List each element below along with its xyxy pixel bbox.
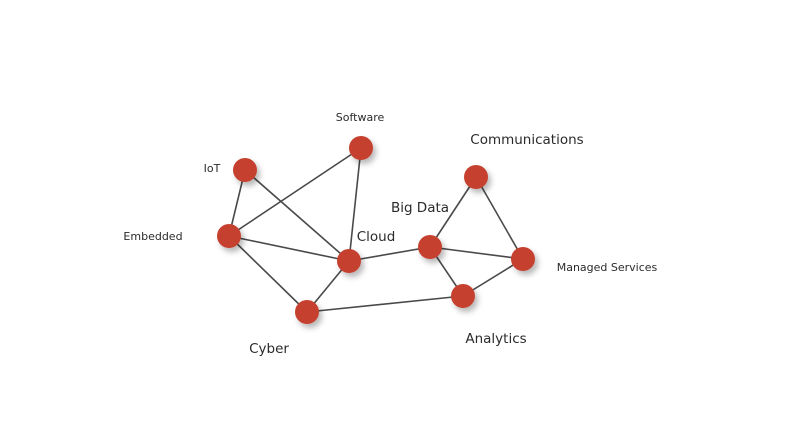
node-label-iot: IoT bbox=[204, 162, 221, 175]
edge-software-cloud bbox=[348, 147, 362, 262]
edge-software-embedded bbox=[228, 147, 362, 237]
node-embedded bbox=[217, 224, 241, 248]
edge-communications-managed-services bbox=[475, 176, 524, 260]
node-iot bbox=[233, 158, 257, 182]
edge-big-data-communications bbox=[429, 176, 477, 248]
nodes-layer bbox=[217, 136, 535, 324]
node-cloud bbox=[337, 249, 361, 273]
node-label-software: Software bbox=[336, 111, 385, 124]
edge-embedded-cyber bbox=[228, 235, 308, 313]
node-label-cyber: Cyber bbox=[249, 341, 289, 357]
node-cyber bbox=[295, 300, 319, 324]
node-big-data bbox=[418, 235, 442, 259]
node-label-communications: Communications bbox=[470, 132, 583, 148]
edge-cloud-big-data bbox=[348, 246, 431, 262]
node-label-big-data: Big Data bbox=[391, 200, 449, 216]
node-label-embedded: Embedded bbox=[123, 230, 182, 243]
edge-big-data-managed-services bbox=[429, 246, 524, 260]
node-label-cloud: Cloud bbox=[357, 229, 396, 245]
node-label-managed-services: Managed Services bbox=[557, 261, 658, 274]
edge-embedded-cloud bbox=[228, 235, 350, 262]
edge-cyber-analytics bbox=[306, 295, 464, 313]
node-communications bbox=[464, 165, 488, 189]
node-label-analytics: Analytics bbox=[465, 331, 526, 347]
node-software bbox=[349, 136, 373, 160]
node-analytics bbox=[451, 284, 475, 308]
edge-iot-cloud bbox=[244, 169, 350, 262]
node-managed-services bbox=[511, 247, 535, 271]
